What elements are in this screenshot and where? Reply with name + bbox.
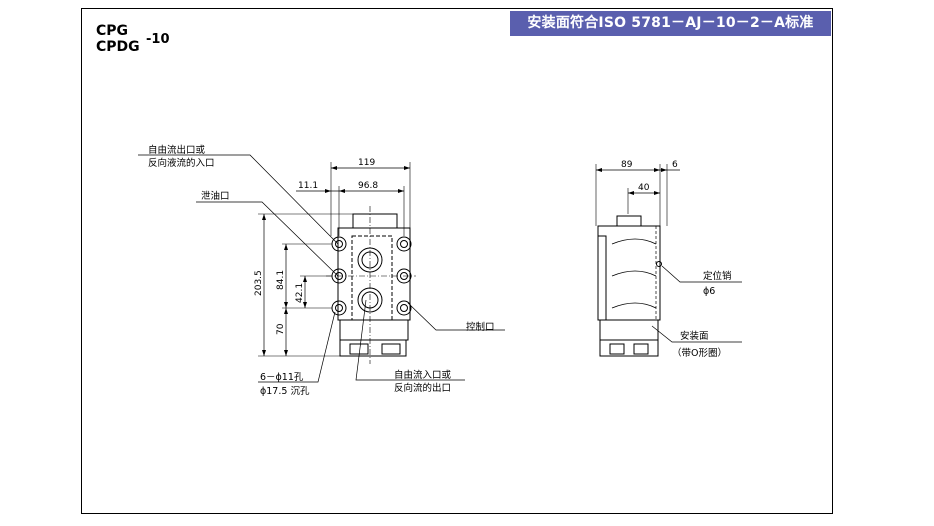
front-view — [138, 154, 505, 383]
dim-42-1: 42.1 — [295, 283, 305, 303]
mount-hole-6 — [396, 300, 412, 316]
leader-mount-holes — [258, 311, 336, 383]
dim-11-1: 11.1 — [298, 181, 318, 191]
label-mount-face-note: （带O形圈） — [672, 347, 727, 359]
base-notch-right — [381, 343, 401, 355]
valve-body — [337, 227, 411, 321]
label-pin-diameter: ϕ6 — [703, 286, 715, 297]
dim-arrows-96-8 — [325, 189, 404, 193]
mount-hole-3 — [331, 300, 347, 316]
label-drain-port: 泄油口 — [201, 190, 230, 202]
leader-free-flow-in — [355, 299, 465, 381]
leader-free-flow-out — [138, 154, 339, 245]
dim-203-5: 203.5 — [254, 270, 264, 296]
label-mount-holes-1: 6－ϕ11孔 — [260, 372, 304, 383]
mount-hole-1-bore — [335, 240, 343, 248]
model-cpg: CPG — [96, 23, 129, 39]
label-mount-face: 安装面 — [680, 330, 709, 342]
label-free-flow-in-2: 反向流的出口 — [394, 382, 451, 394]
label-free-flow-in-1: 自由流入口或 — [394, 369, 452, 381]
dim-70: 70 — [276, 323, 286, 335]
mount-hole-6-bore — [400, 304, 408, 312]
mount-hole-3-bore — [335, 304, 343, 312]
valve-base — [339, 339, 407, 357]
standard-banner: 安装面符合ISO 5781－AJ－10－2－A标准 — [510, 11, 831, 36]
valve-top-boss — [352, 213, 398, 229]
leader-mount-face — [651, 325, 742, 343]
mount-hole-4 — [396, 236, 412, 252]
side-view — [595, 164, 742, 357]
drawing-frame — [81, 8, 833, 514]
label-free-flow-out-1: 自由流出口或 — [148, 144, 206, 156]
label-locating-pin: 定位销 — [703, 270, 732, 282]
side-base-notch-right — [633, 343, 649, 355]
label-mount-holes-2: ϕ17.5 沉孔 — [260, 386, 310, 397]
leader-drain-port — [196, 201, 339, 277]
dim-89: 89 — [621, 160, 633, 170]
mount-hole-1 — [331, 236, 347, 252]
side-flange — [597, 235, 607, 321]
dim-6: 6 — [672, 160, 678, 170]
dim-96-8: 96.8 — [358, 181, 378, 191]
leader-locating-pin — [661, 265, 742, 283]
inner-cavity — [351, 235, 393, 321]
dim-40: 40 — [638, 183, 650, 193]
side-lower-block — [599, 319, 659, 341]
mount-hole-4-bore — [400, 240, 408, 248]
model-suffix: -10 — [146, 32, 170, 47]
base-notch-left — [349, 343, 369, 355]
model-cpdg: CPDG — [96, 39, 140, 55]
side-base — [599, 339, 659, 357]
label-pilot-port: 控制口 — [466, 321, 495, 333]
dim-84-1: 84.1 — [276, 270, 286, 290]
locating-pin — [656, 261, 662, 267]
valve-lower-block — [339, 319, 409, 341]
side-base-notch-left — [609, 343, 625, 355]
leader-pilot-port — [407, 302, 505, 331]
side-top-boss — [616, 215, 642, 227]
label-free-flow-out-2: 反向液流的入口 — [148, 157, 215, 169]
dim-119: 119 — [358, 158, 375, 168]
side-port-curves — [611, 238, 657, 309]
